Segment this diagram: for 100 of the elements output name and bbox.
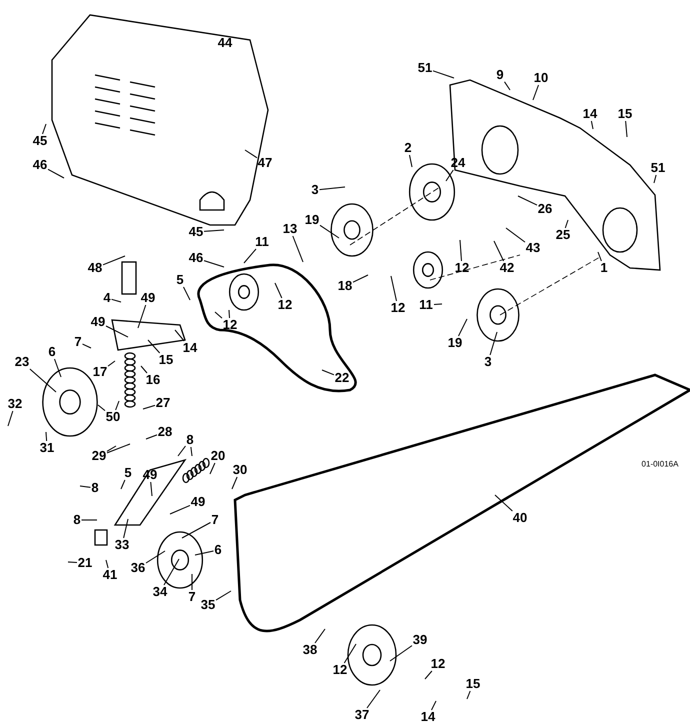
leader-line bbox=[42, 124, 46, 134]
callout-number: 46 bbox=[188, 251, 204, 265]
callout-number: 45 bbox=[188, 225, 204, 239]
leader-line bbox=[244, 248, 256, 264]
callout-number: 9 bbox=[496, 68, 504, 82]
callout-number: 17 bbox=[92, 365, 108, 379]
leader-line bbox=[204, 230, 224, 232]
leader-line bbox=[210, 462, 216, 474]
leader-line bbox=[366, 690, 380, 708]
leader-line bbox=[458, 318, 468, 336]
leader-line bbox=[494, 240, 504, 262]
callout-number: 43 bbox=[526, 241, 540, 255]
callout-number: 12 bbox=[430, 657, 446, 671]
leader-line bbox=[228, 310, 230, 318]
leader-line bbox=[322, 370, 334, 376]
callout-number: 2 bbox=[404, 141, 412, 155]
callout-number: 8 bbox=[91, 481, 99, 495]
callout-number: 21 bbox=[78, 556, 92, 570]
callout-number: 13 bbox=[282, 222, 298, 236]
leader-line bbox=[319, 186, 346, 190]
leader-line bbox=[98, 404, 106, 412]
leader-line bbox=[146, 550, 166, 564]
leader-line bbox=[82, 344, 92, 348]
leader-line bbox=[518, 196, 538, 206]
drawing-number: 01-0I016A bbox=[642, 460, 678, 468]
callout-number: 51 bbox=[650, 161, 666, 175]
leader-line bbox=[54, 358, 62, 378]
leader-line bbox=[48, 168, 64, 178]
callout-number: 15 bbox=[158, 353, 174, 367]
callout-number: 12 bbox=[454, 261, 470, 275]
callout-number: 7 bbox=[74, 335, 82, 349]
leader-line bbox=[174, 330, 185, 342]
callout-number: 16 bbox=[146, 373, 160, 387]
callout-number: 33 bbox=[114, 538, 130, 552]
leader-line bbox=[344, 644, 356, 664]
callout-number: 14 bbox=[182, 341, 198, 355]
leader-line bbox=[490, 332, 498, 356]
callout-number: 12 bbox=[332, 663, 348, 677]
leader-line bbox=[504, 81, 510, 90]
callout-number: 7 bbox=[211, 513, 219, 527]
leader-line bbox=[115, 400, 120, 410]
callout-number: 11 bbox=[419, 298, 433, 312]
callout-number: 8 bbox=[73, 513, 81, 527]
callout-number: 42 bbox=[500, 261, 514, 275]
callout-number: 47 bbox=[258, 156, 272, 170]
callout-number: 40 bbox=[512, 511, 528, 525]
callout-number: 15 bbox=[618, 107, 632, 121]
leader-line bbox=[590, 120, 594, 130]
leader-line bbox=[106, 560, 109, 568]
leader-line bbox=[140, 366, 148, 374]
callout-number: 12 bbox=[222, 318, 238, 332]
leader-line bbox=[274, 282, 282, 298]
callout-number: 12 bbox=[278, 298, 292, 312]
callout-number: 39 bbox=[412, 633, 428, 647]
leader-line bbox=[214, 312, 222, 319]
leader-line bbox=[190, 446, 192, 456]
leader-line bbox=[194, 550, 214, 556]
leader-line bbox=[292, 236, 304, 262]
leader-line bbox=[564, 220, 568, 228]
leader-line bbox=[123, 518, 128, 538]
callout-number: 3 bbox=[484, 355, 492, 369]
leader-line bbox=[625, 120, 628, 138]
leader-line bbox=[106, 444, 130, 454]
callout-number: 1 bbox=[600, 261, 608, 275]
callout-number: 35 bbox=[200, 598, 216, 612]
callout-number: 15 bbox=[466, 677, 480, 691]
leader-line bbox=[8, 410, 14, 426]
leader-line bbox=[532, 84, 539, 100]
leader-line bbox=[111, 298, 122, 302]
leader-line bbox=[314, 628, 326, 644]
leader-line bbox=[446, 170, 454, 182]
callout-number: 6 bbox=[48, 345, 56, 359]
callout-number: 28 bbox=[158, 425, 172, 439]
leader-line bbox=[466, 690, 471, 700]
leader-line bbox=[148, 340, 160, 354]
leader-line bbox=[352, 274, 368, 283]
callout-number: 5 bbox=[176, 273, 184, 287]
leader-line bbox=[506, 228, 526, 243]
leader-line bbox=[170, 504, 190, 514]
leader-line bbox=[142, 404, 156, 410]
callout-number: 14 bbox=[582, 107, 598, 121]
callout-number: 25 bbox=[556, 228, 570, 242]
callout-number: 51 bbox=[418, 61, 432, 75]
leader-line bbox=[182, 522, 211, 538]
leader-line bbox=[232, 476, 238, 490]
callout-number: 19 bbox=[304, 213, 320, 227]
callout-number: 45 bbox=[32, 134, 48, 148]
callout-number: 34 bbox=[152, 585, 168, 599]
leader-line bbox=[460, 240, 462, 262]
callout-number: 23 bbox=[14, 355, 30, 369]
leader-line bbox=[138, 304, 146, 328]
leader-line bbox=[204, 260, 224, 268]
callout-number: 11 bbox=[255, 235, 269, 249]
callout-number: 49 bbox=[140, 291, 156, 305]
leader-line bbox=[46, 432, 48, 442]
callout-number: 41 bbox=[102, 568, 118, 582]
callout-number: 30 bbox=[232, 463, 248, 477]
callout-number: 32 bbox=[8, 397, 22, 411]
leader-line bbox=[68, 562, 78, 563]
leader-line bbox=[29, 368, 56, 392]
